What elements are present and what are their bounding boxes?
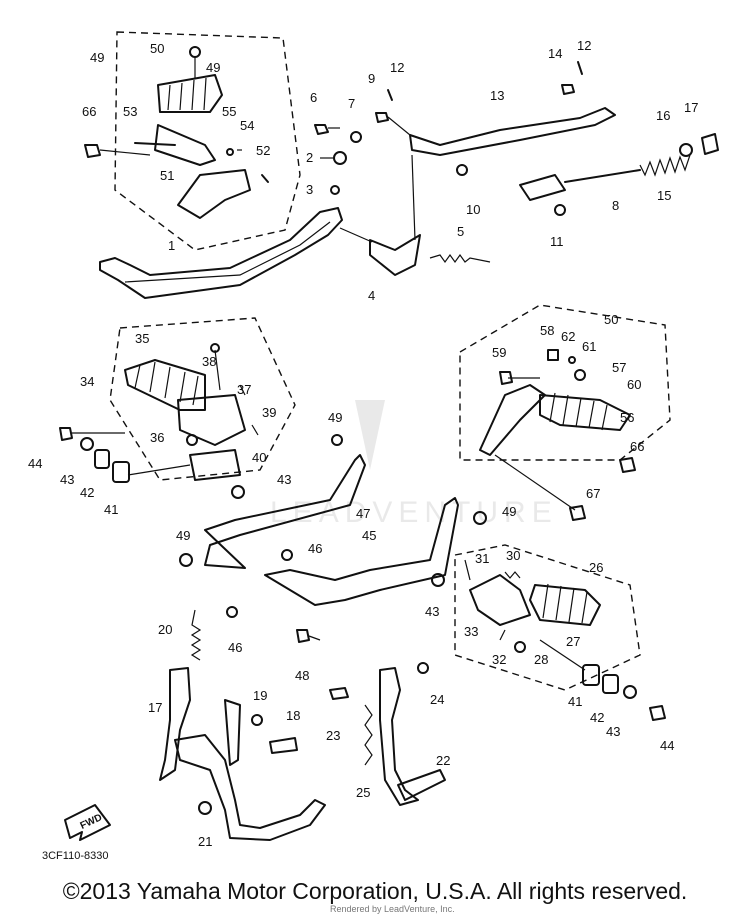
callout-39: 39 (262, 405, 276, 420)
callout-29: 28 (534, 652, 548, 667)
group-box-50 (459, 304, 671, 461)
callout-24: 23 (326, 728, 340, 743)
callout-10: 10 (466, 202, 480, 217)
diagram-code: 3CF110-8330 (42, 850, 109, 862)
callout-66: 66 (82, 104, 96, 119)
callout-28: 27 (566, 634, 580, 649)
copyright-text: ©2013 Yamaha Motor Corporation, U.S.A. A… (62, 878, 688, 904)
callout-42b: 42 (590, 710, 604, 725)
callout-46b: 46 (228, 640, 242, 655)
rear-footrest-left-group (59, 343, 259, 499)
callout-25: 24 (430, 692, 444, 707)
callout-15: 15 (657, 188, 671, 203)
callout-13: 13 (490, 88, 504, 103)
fwd-arrow-icon: FWD (64, 804, 111, 841)
callout-30: 30 (506, 548, 520, 563)
callout-7: 7 (348, 96, 355, 111)
callout-56: 61 (582, 339, 596, 354)
callout-11: 11 (550, 234, 564, 249)
callout-35: 35 (135, 331, 149, 346)
callout-63: 52 (256, 143, 270, 158)
callout-47: 47 (356, 506, 370, 521)
callout-43b: 43 (277, 472, 291, 487)
callout-31: 31 (475, 551, 489, 566)
group-box-27 (454, 544, 641, 691)
front-footrest-right-group (464, 559, 666, 721)
callout-51: 56 (620, 410, 634, 425)
callout-26: 25 (356, 785, 370, 800)
callout-49a: 49 (328, 410, 342, 425)
callout-labels: 49 50 49 53 66 55 54 52 51 6 7 2 3 9 12 … (28, 38, 698, 849)
callout-2: 2 (306, 150, 313, 165)
callout-12a: 12 (390, 60, 404, 75)
stand-assembly (179, 434, 487, 643)
callout-18: 17 (148, 700, 162, 715)
callout-62: 53 (123, 104, 137, 119)
callout-46a: 46 (308, 541, 322, 556)
callout-17: 17 (684, 100, 698, 115)
callout-44a: 44 (28, 456, 42, 471)
callout-48: 48 (295, 668, 309, 683)
callout-44b: 44 (660, 738, 674, 753)
callout-12b: 12 (577, 38, 591, 53)
callout-3: 3 (306, 182, 313, 197)
callout-58: 49 (90, 50, 104, 65)
callout-23: 22 (436, 753, 450, 768)
watermark-logo: LEADVENTURE (270, 400, 558, 529)
callout-49c: 49 (176, 528, 190, 543)
callout-49b: 49 (502, 504, 516, 519)
callout-43d: 43 (606, 724, 620, 739)
callout-59: 49 (206, 60, 220, 75)
callout-43c: 43 (425, 604, 439, 619)
callout-22: 21 (198, 834, 212, 849)
callout-66b: 66 (630, 439, 644, 454)
callout-4: 4 (368, 288, 375, 303)
callout-1: 1 (168, 238, 175, 253)
callout-8: 8 (612, 198, 619, 213)
callout-60: 50 (150, 41, 164, 56)
callout-67: 67 (586, 486, 600, 501)
callout-53: 58 (540, 323, 554, 338)
group-box-58 (114, 31, 301, 251)
callout-27: 26 (589, 560, 603, 575)
callout-64: 54 (240, 118, 254, 133)
callout-61: 51 (160, 168, 174, 183)
svg-text:LEADVENTURE: LEADVENTURE (270, 496, 558, 529)
callout-42a: 42 (80, 485, 94, 500)
callout-16: 16 (656, 108, 670, 123)
callout-5: 5 (457, 224, 464, 239)
callout-41b: 41 (568, 694, 582, 709)
brake-pedal-group (84, 46, 719, 299)
callout-33: 33 (464, 624, 478, 639)
callout-6: 6 (310, 90, 317, 105)
callout-9: 9 (368, 71, 375, 86)
callout-45: 45 (362, 528, 376, 543)
callout-41a: 41 (104, 502, 118, 517)
callout-50: 50 (604, 312, 618, 327)
group-box-34 (109, 317, 296, 481)
center-stand-group (159, 609, 326, 841)
callout-20: 19 (253, 688, 267, 703)
callout-55: 60 (627, 377, 641, 392)
side-stand-group (329, 662, 446, 806)
callout-36: 36 (150, 430, 164, 445)
callout-40: 40 (252, 450, 266, 465)
callout-21: 20 (158, 622, 172, 637)
callout-37: 37 (237, 382, 251, 397)
watermark-text: Rendered by LeadVenture, Inc. (330, 904, 455, 914)
callout-32: 32 (492, 652, 506, 667)
rear-footrest-right-group (479, 349, 636, 521)
callout-34: 34 (80, 374, 94, 389)
callout-57: 62 (561, 329, 575, 344)
callout-54: 59 (492, 345, 506, 360)
callout-14: 14 (548, 46, 562, 61)
callout-38: 38 (202, 354, 216, 369)
callout-65: 55 (222, 104, 236, 119)
callout-19: 18 (286, 708, 300, 723)
callout-43a: 43 (60, 472, 74, 487)
callout-52: 57 (612, 360, 626, 375)
